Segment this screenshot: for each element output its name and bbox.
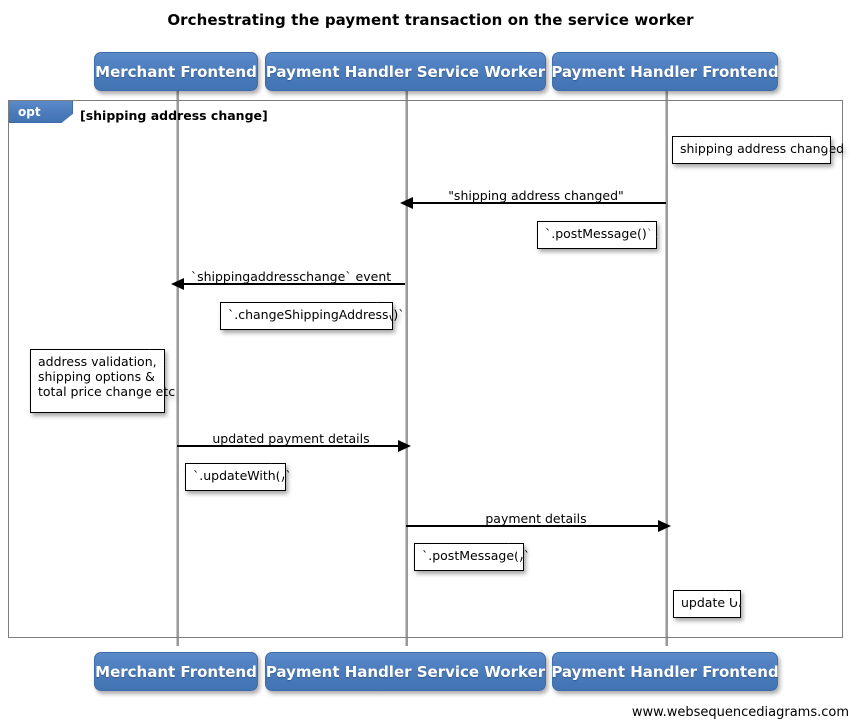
- participant-label: Payment Handler Service Worker: [265, 662, 546, 681]
- note-change-shipping-address: `.changeShippingAddress()`: [220, 302, 405, 330]
- participant-payment-handler-frontend-top[interactable]: Payment Handler Frontend: [551, 52, 779, 91]
- lifeline-service-worker: [405, 90, 408, 646]
- lifeline-merchant: [176, 90, 179, 646]
- message-label-updated-payment-details: updated payment details: [212, 431, 370, 446]
- participant-payment-handler-frontend-bottom[interactable]: Payment Handler Frontend: [551, 652, 779, 691]
- participant-service-worker-top[interactable]: Payment Handler Service Worker: [265, 52, 546, 91]
- opt-fragment-condition: [shipping address change]: [80, 108, 268, 123]
- note-text: `.postMessage()`: [422, 548, 531, 563]
- note-post-message-2: `.postMessage()`: [414, 543, 530, 571]
- message-arrowhead-4: [658, 520, 671, 532]
- message-line-3: [177, 445, 405, 447]
- participant-label: Payment Handler Frontend: [551, 62, 779, 81]
- note-update-with: `.updateWith()`: [185, 463, 292, 491]
- opt-fragment-tag-label: opt: [18, 104, 41, 119]
- watermark-footer: www.websequencediagrams.com: [631, 705, 849, 720]
- message-line-2: [177, 283, 405, 285]
- note-update-ui: update UI: [673, 590, 742, 618]
- diagram-title: Orchestrating the payment transaction on…: [167, 11, 694, 29]
- note-text-line: shipping options &: [38, 369, 155, 384]
- note-text-lines: address validation, shipping options & t…: [38, 354, 176, 399]
- participant-service-worker-bottom[interactable]: Payment Handler Service Worker: [265, 652, 546, 691]
- opt-fragment-tag: opt: [9, 101, 73, 123]
- message-arrowhead-3: [398, 440, 411, 452]
- participant-label: Payment Handler Frontend: [551, 662, 779, 681]
- message-label-shipping-address-changed: "shipping address changed": [448, 188, 624, 203]
- participant-merchant-frontend-bottom[interactable]: Merchant Frontend: [94, 652, 258, 691]
- note-shipping-address-changed: shipping address changed: [672, 136, 844, 164]
- note-text: update UI: [681, 595, 742, 610]
- note-address-validation: address validation, shipping options & t…: [30, 349, 176, 413]
- message-arrowhead-2: [171, 278, 184, 290]
- participant-label: Payment Handler Service Worker: [265, 62, 546, 81]
- participant-merchant-frontend-top[interactable]: Merchant Frontend: [94, 52, 258, 91]
- lifeline-payment-handler-frontend: [665, 90, 668, 646]
- message-label-shippingaddresschange-event: `shippingaddresschange` event: [190, 269, 392, 284]
- message-line-1: [406, 202, 666, 204]
- note-text: `.changeShippingAddress()`: [228, 307, 405, 322]
- opt-fragment-frame: [8, 100, 843, 638]
- note-text: `.updateWith()`: [193, 468, 292, 483]
- message-label-payment-details: payment details: [485, 511, 587, 526]
- note-post-message-1: `.postMessage()`: [537, 221, 657, 249]
- note-text: `.postMessage()`: [545, 226, 654, 241]
- participant-label: Merchant Frontend: [95, 62, 257, 81]
- note-text-line: total price change etc: [38, 384, 176, 399]
- message-arrowhead-1: [400, 197, 413, 209]
- note-text: shipping address changed: [680, 141, 845, 156]
- note-text-line: address validation,: [38, 354, 157, 369]
- participant-label: Merchant Frontend: [95, 662, 257, 681]
- message-line-4: [406, 525, 665, 527]
